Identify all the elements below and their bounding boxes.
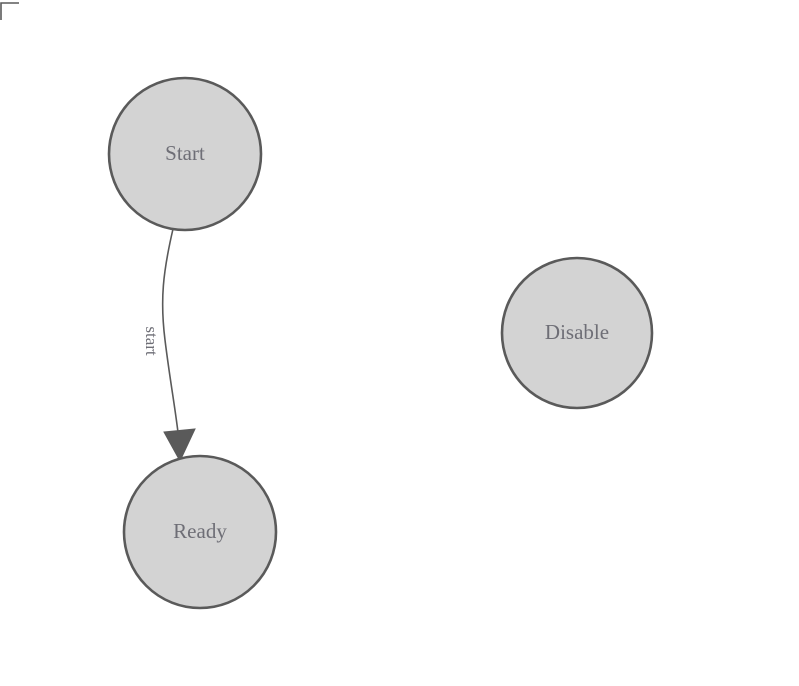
node-ready[interactable]: Ready: [122, 454, 278, 610]
edge-label-start: start: [142, 326, 161, 356]
node-start-circle[interactable]: [107, 76, 263, 232]
node-start[interactable]: Start: [107, 76, 263, 232]
node-ready-label: Ready: [173, 519, 227, 543]
node-disable-label: Disable: [545, 320, 609, 344]
node-disable-circle[interactable]: [500, 256, 654, 410]
node-ready-circle[interactable]: [122, 454, 278, 610]
top-left-corner-mark: [0, 2, 19, 20]
node-disable[interactable]: Disable: [500, 256, 654, 410]
node-start-label: Start: [165, 141, 205, 165]
edge-line: [161, 228, 180, 442]
arrowhead-icon: [163, 428, 196, 463]
edge-start-to-ready[interactable]: start: [142, 228, 196, 463]
